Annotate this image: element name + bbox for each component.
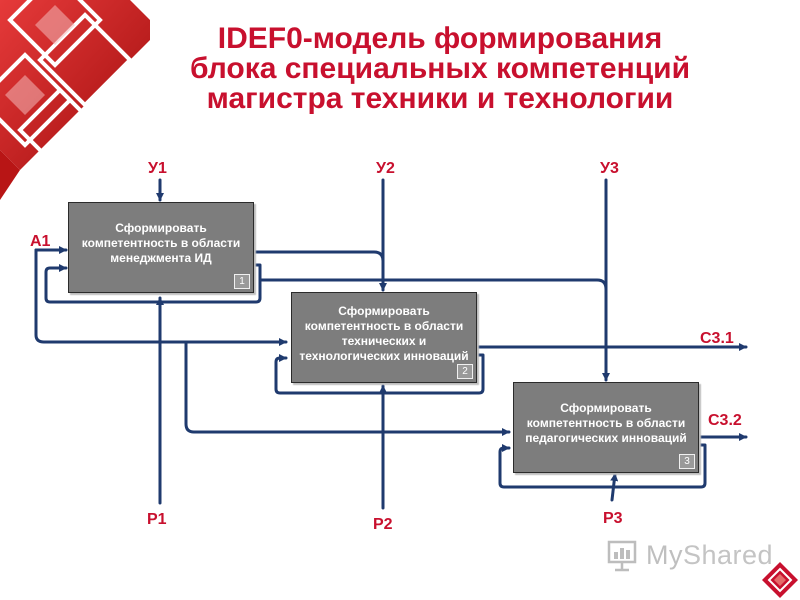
- corner-ornament-bottom-right: [762, 562, 798, 598]
- mechanism-label-p1: Р1: [147, 511, 167, 528]
- input-label-a1: А1: [30, 233, 51, 250]
- input-a1-to-block3: [184, 340, 511, 436]
- title-line-3: магистра техники и технологии: [206, 82, 674, 115]
- block1-to-block2-arrow: [251, 250, 385, 263]
- title-line-2: блока специальных компетенций: [189, 52, 691, 85]
- block-1-label: Сформировать компетентность в области ме…: [81, 221, 241, 265]
- page-title: IDEF0-модель формирования блока специаль…: [140, 24, 740, 114]
- control-label-u2: У2: [376, 160, 395, 177]
- function-block-1: Сформировать компетентность в области ме…: [68, 202, 254, 293]
- myshared-logo: MyShared: [606, 537, 773, 573]
- corner-ornament-top-left: [0, 0, 150, 200]
- title-line-1: IDEF0-модель формирования: [217, 22, 663, 55]
- mechanism-label-p3: Р3: [603, 510, 623, 527]
- block1-feedback-loop: [44, 263, 262, 304]
- output-label-c32: С3.2: [708, 412, 742, 429]
- function-block-3: Сформировать компетентность в области пе…: [513, 382, 699, 473]
- block3-feedback-loop: [498, 443, 707, 489]
- control-label-u1: У1: [148, 160, 167, 177]
- function-block-2: Сформировать компетентность в области те…: [291, 292, 477, 383]
- mechanism-arrow-p3: [610, 472, 619, 502]
- loop1-to-block3-arrow: [258, 278, 608, 291]
- block2-feedback-loop: [274, 353, 485, 395]
- block-3-label: Сформировать компетентность в области пе…: [525, 401, 687, 445]
- control-label-u3: У3: [600, 160, 619, 177]
- block-1-number: 1: [234, 274, 250, 289]
- output-label-c31: С3.1: [700, 330, 734, 347]
- block-3-number: 3: [679, 454, 695, 469]
- block-2-label: Сформировать компетентность в области те…: [299, 303, 469, 363]
- mechanism-label-p2: Р2: [373, 516, 393, 533]
- logo-text: MyShared: [646, 539, 774, 570]
- input-a1-to-block2: [34, 248, 288, 346]
- presentation-board-icon: [607, 540, 637, 572]
- block-2-number: 2: [457, 364, 473, 379]
